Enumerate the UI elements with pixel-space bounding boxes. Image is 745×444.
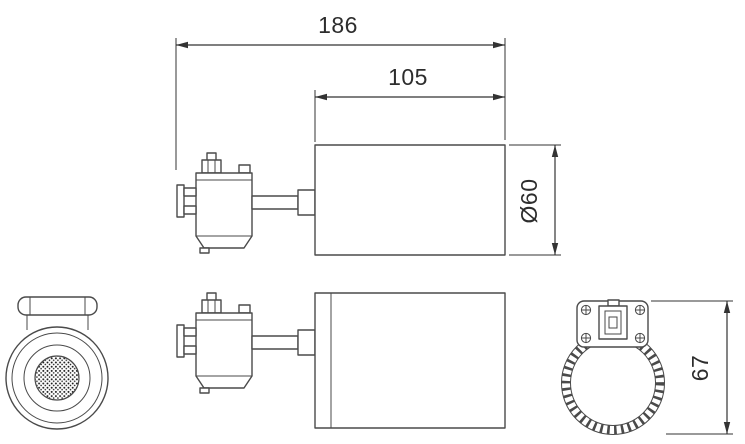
side-view-top	[176, 144, 506, 256]
dimension-overall-length: 186	[175, 12, 506, 170]
dimension-label-105: 105	[388, 64, 428, 90]
lens-ring	[11, 332, 103, 424]
lamp-body-outline	[314, 144, 506, 256]
heatsink-inner-circle	[570, 340, 656, 426]
adapter-rear-inner	[604, 310, 622, 335]
track-adapter-assembly	[176, 152, 316, 254]
lens-stipple-disc	[34, 355, 80, 401]
plate-screw	[580, 332, 592, 344]
mounting-band	[17, 296, 98, 316]
plate-screw	[580, 304, 592, 316]
adapter-rear-tab	[607, 299, 620, 307]
track-adapter-assembly	[176, 292, 316, 394]
dimension-body-diameter: Ø60	[509, 144, 561, 256]
dimension-label-186: 186	[318, 12, 358, 38]
dimension-rear-height: 67	[651, 300, 733, 435]
lens-bezel	[23, 344, 91, 412]
plate-screw	[634, 332, 646, 344]
dimension-body-length: 105	[314, 64, 505, 142]
side-view-bottom	[176, 292, 506, 429]
plate-screw	[634, 304, 646, 316]
heatsink-ribs	[561, 331, 665, 435]
lamp-body-outline	[314, 292, 506, 429]
front-view	[5, 296, 109, 430]
rear-view	[561, 299, 665, 435]
dimension-label-dia60: Ø60	[516, 179, 542, 224]
adapter-rear-slot	[608, 316, 618, 329]
dimension-label-67: 67	[687, 355, 713, 382]
